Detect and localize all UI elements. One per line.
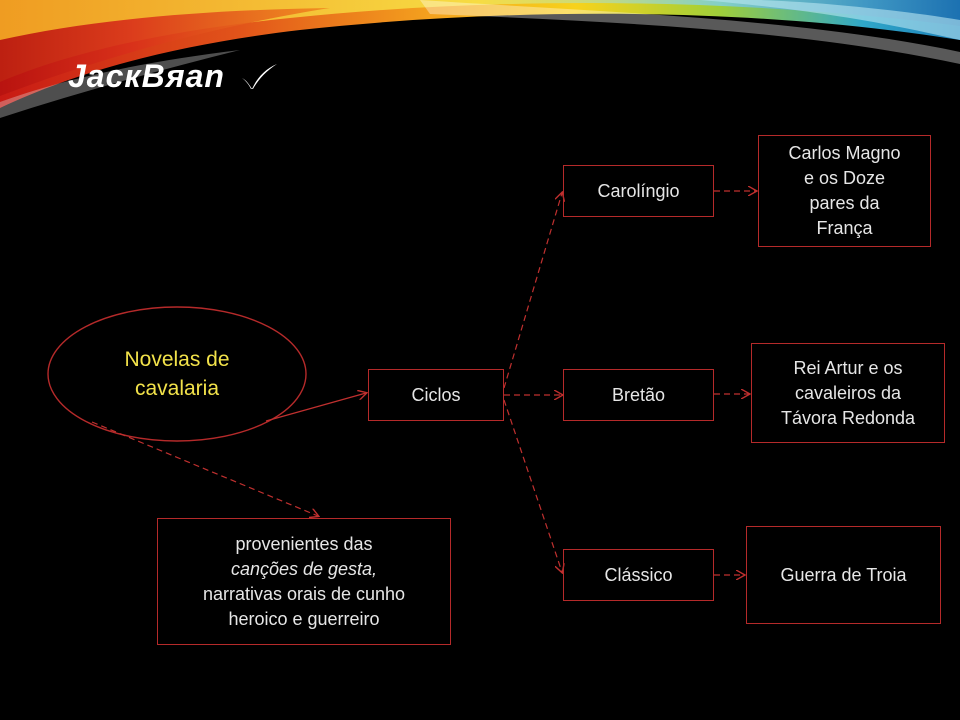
carlos-line-2: e os Doze <box>803 168 886 188</box>
root-line-2: cavalaria <box>134 377 220 400</box>
node-carlos-magno: Carlos Magno e os Doze pares da França <box>758 135 931 247</box>
root-line-1: Novelas de <box>124 348 230 371</box>
edge-root-origem <box>91 421 318 516</box>
node-bretao-label: Bretão <box>611 384 666 405</box>
troia-label: Guerra de Troia <box>780 564 907 585</box>
node-carolingio: Carolíngio <box>563 165 714 217</box>
node-classico: Clássico <box>563 549 714 601</box>
root-node-label: Novelas de cavalaria <box>48 307 306 441</box>
carlos-line-3: pares da <box>809 193 880 213</box>
node-origem: provenientes das canções de gesta, narra… <box>157 518 451 645</box>
node-guerra-de-troia: Guerra de Troia <box>746 526 941 624</box>
check-icon <box>241 63 277 89</box>
node-carolingio-label: Carolíngio <box>597 180 680 201</box>
node-ciclos-label: Ciclos <box>411 384 461 405</box>
edge-root-ciclos <box>265 393 366 422</box>
edge-ciclos-classico <box>503 399 562 572</box>
artur-line-3: Távora Redonda <box>780 407 916 428</box>
node-bretao: Bretão <box>563 369 714 421</box>
title-text: JacкBяan <box>68 58 225 94</box>
origem-line-2: canções de gesta, <box>230 558 378 579</box>
node-classico-label: Clássico <box>604 564 673 585</box>
carlos-line-4: França <box>816 218 873 238</box>
carlos-line-1: Carlos Magno <box>788 143 901 163</box>
origem-line-1: provenientes das <box>235 533 373 554</box>
root-ellipse <box>47 306 307 442</box>
node-ciclos: Ciclos <box>368 369 504 421</box>
edge-ciclos-carolingio <box>503 193 562 389</box>
decorative-swoosh-banner <box>0 0 960 118</box>
artur-line-2: cavaleiros da <box>794 382 902 403</box>
origem-line-3: narrativas orais de cunho <box>202 583 406 604</box>
artur-line-1: Rei Artur e os <box>793 357 903 378</box>
node-rei-artur: Rei Artur e os cavaleiros da Távora Redo… <box>751 343 945 443</box>
origem-line-4: heroico e guerreiro <box>228 608 380 629</box>
slide-title: JacкBяan <box>68 58 279 95</box>
origem-line-2-wrap: canções de gesta, <box>231 557 377 582</box>
